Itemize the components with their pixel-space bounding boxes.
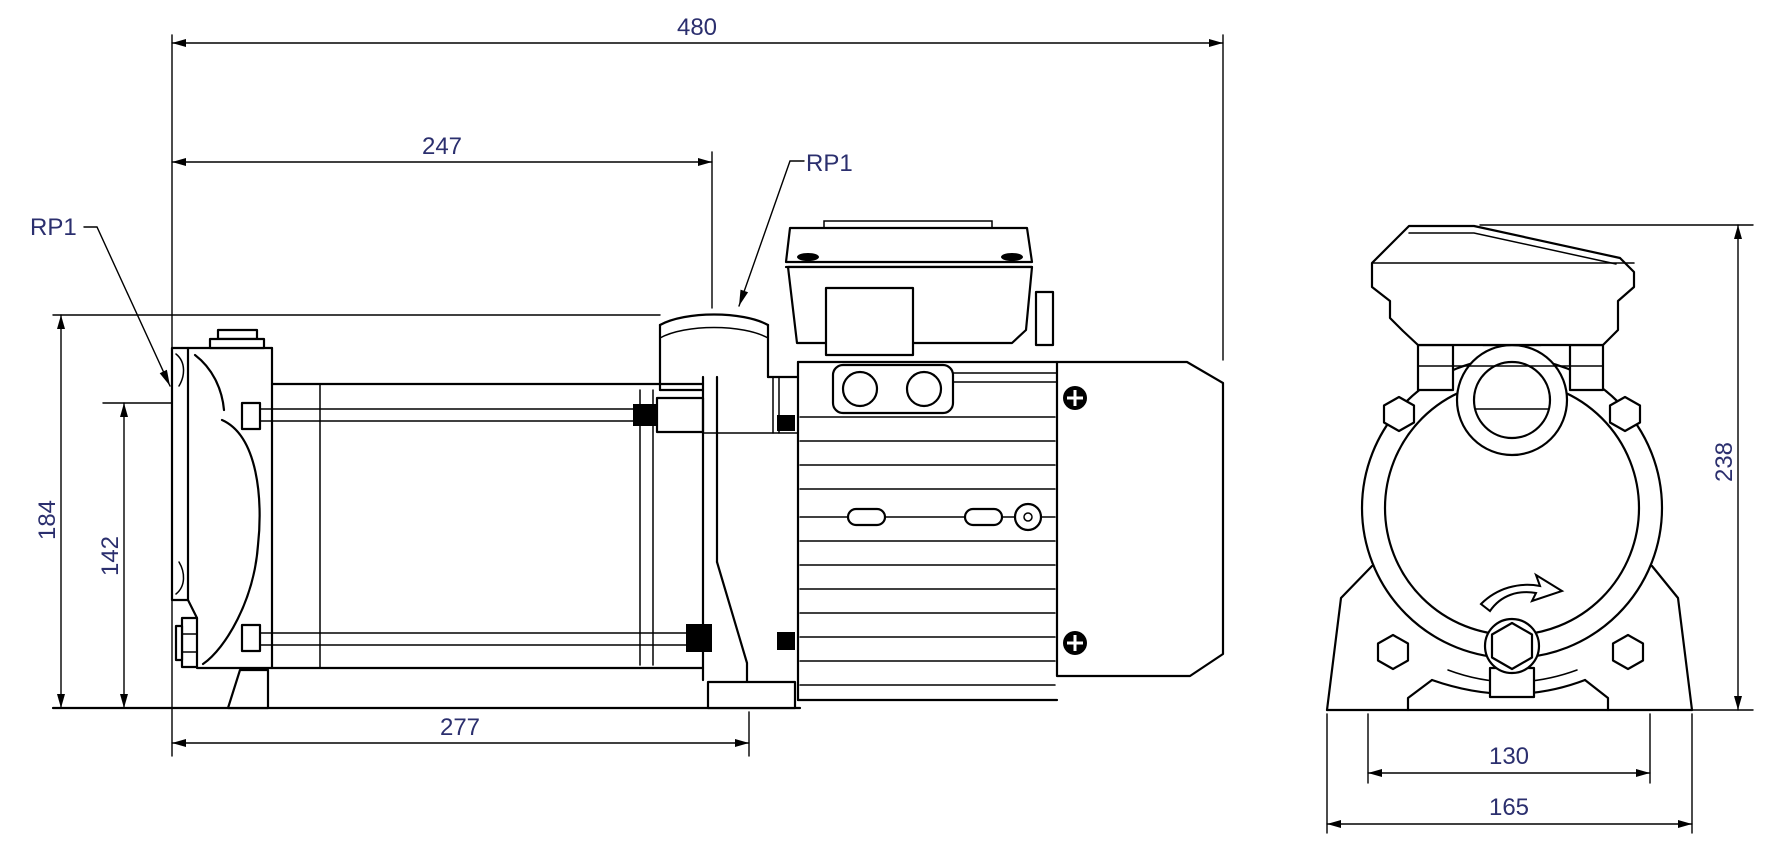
dim-142-label: 142	[97, 536, 124, 576]
dim-base-width: 165	[1326, 713, 1693, 834]
dim-247-label: 247	[422, 133, 462, 160]
flange-bolt	[1608, 395, 1642, 433]
dim-277-label: 277	[440, 714, 480, 741]
flange-bolt	[1611, 633, 1645, 671]
dim-480-label: 480	[677, 14, 717, 41]
bearing-bracket	[701, 375, 799, 710]
rotation-direction-arrow-icon	[1479, 572, 1565, 613]
dim-max-height: 184	[34, 314, 661, 709]
terminal-box-side	[784, 220, 1055, 357]
dim-flange-to-foot: 277	[171, 599, 750, 757]
flange-bolt	[1376, 633, 1410, 671]
suction-casing	[170, 328, 274, 669]
dim-flange-to-discharge: 247	[171, 133, 713, 309]
front-casing	[1360, 356, 1664, 699]
dim-foot-hole-spacing: 130	[1367, 713, 1651, 784]
dim-165-label: 165	[1489, 794, 1529, 821]
cable-gland	[1034, 290, 1055, 347]
dim-overall-length: 480	[171, 14, 1224, 361]
drain-boss	[180, 616, 199, 669]
nameplate-slot	[846, 507, 887, 527]
dim-130-label: 130	[1489, 743, 1529, 770]
motor-fins	[799, 416, 1056, 686]
suction-port-callout: RP1	[30, 214, 171, 387]
discharge-port-callout: RP1	[738, 150, 853, 307]
lid-screw-icon	[797, 253, 819, 261]
suction-port-label: RP1	[30, 214, 77, 241]
tie-rod-bottom	[240, 623, 795, 653]
fill-plug	[216, 328, 259, 341]
pump-barrel	[195, 346, 795, 670]
dim-184-label: 184	[34, 500, 61, 540]
dim-238-label: 238	[1711, 442, 1738, 482]
terminal-box-front	[1370, 224, 1636, 367]
drain-plug	[1483, 617, 1541, 699]
flange-bolt	[1382, 395, 1416, 433]
lifting-plate	[831, 363, 955, 415]
side-view: 480 247 277 184	[30, 14, 1225, 757]
lid-screw-icon	[1001, 253, 1023, 261]
discharge-port-label: RP1	[806, 150, 853, 177]
tie-rod-nut	[633, 404, 657, 426]
bolt-hole	[905, 370, 943, 408]
nameplate-slot	[963, 507, 1004, 527]
fan-cover	[1055, 360, 1225, 678]
drain-hole	[1013, 502, 1043, 532]
dim-port-height: 142	[97, 402, 173, 709]
fan-cover-screw-icon	[1063, 631, 1087, 655]
motor	[784, 220, 1225, 702]
motor-foot	[706, 680, 797, 710]
tie-rod-nut	[686, 624, 712, 652]
front-view: 238 130 165	[1325, 224, 1754, 834]
pump-foot	[226, 668, 270, 710]
fan-cover-screw-icon	[1063, 386, 1087, 410]
bolt-hole	[841, 370, 879, 408]
front-base	[1325, 564, 1694, 712]
terminal-cover	[824, 286, 915, 357]
discharge-port	[658, 313, 800, 392]
tie-rod-top	[240, 396, 795, 434]
dim-overall-height: 238	[1479, 224, 1754, 711]
